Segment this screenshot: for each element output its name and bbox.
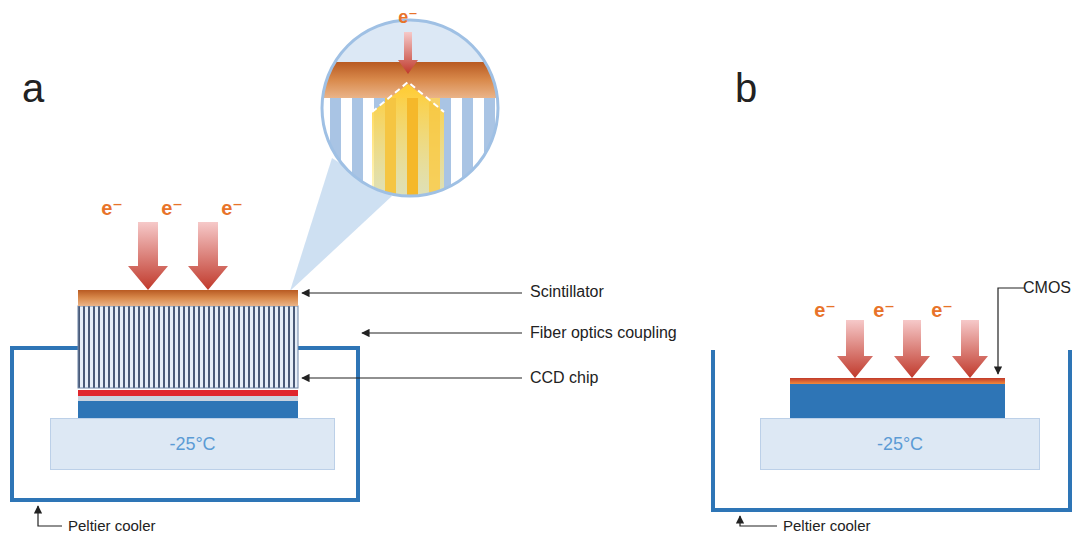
- temperature-label: -25°C: [169, 434, 215, 455]
- scintillator: [78, 290, 298, 306]
- zoom-inset: [320, 18, 500, 208]
- leader-line: [38, 506, 62, 526]
- part-label: Scintillator: [530, 282, 604, 301]
- part-label: CCD chip: [530, 368, 598, 387]
- electron-beam: [837, 320, 873, 378]
- electron-symbol: e⁻: [161, 196, 183, 220]
- electron-symbol-text: e⁻: [101, 197, 123, 219]
- cmos-chip: [790, 384, 1005, 418]
- cmos-layer: [790, 378, 1005, 384]
- ccd-layer: [78, 390, 298, 396]
- part-label: Peltier cooler: [783, 517, 871, 535]
- electron-symbol-text: e⁻: [814, 299, 836, 321]
- electron-symbol-text: e⁻: [161, 197, 183, 219]
- electron-beam: [952, 320, 988, 378]
- electron-symbol: e⁻: [814, 298, 836, 322]
- cooler-block: -25°C: [760, 418, 1040, 470]
- panel-letter: b: [735, 64, 757, 112]
- leader-line: [998, 288, 1024, 374]
- panel-letter-text: b: [735, 66, 757, 110]
- zoom-outline: [322, 20, 498, 196]
- ccd-chip: [78, 401, 298, 418]
- part-label: Fiber optics coupling: [530, 323, 677, 342]
- part-label-text: Peltier cooler: [783, 517, 871, 534]
- electron-beam: [398, 32, 418, 74]
- part-label: CMOS: [1023, 278, 1071, 297]
- electron-symbol: e⁻: [931, 298, 953, 322]
- electron-symbol: e⁻: [398, 7, 418, 29]
- part-label-text: CMOS: [1023, 279, 1071, 296]
- cooler-block: -25°C: [50, 418, 335, 470]
- electron-symbol-text: e⁻: [398, 7, 418, 27]
- electron-symbol: e⁻: [221, 196, 243, 220]
- temperature-label: -25°C: [877, 434, 923, 455]
- fiber-optics: [78, 306, 298, 388]
- leader-line: [302, 292, 522, 293]
- leader-line: [740, 516, 777, 526]
- electron-beam: [894, 320, 930, 378]
- part-label-text: Fiber optics coupling: [530, 324, 677, 341]
- ccd-layer: [78, 396, 298, 401]
- electron-symbol-text: e⁻: [221, 197, 243, 219]
- part-label: Peltier cooler: [68, 517, 156, 535]
- electron-symbol: e⁻: [873, 298, 895, 322]
- part-label-text: Scintillator: [530, 283, 604, 300]
- electron-symbol-text: e⁻: [873, 299, 895, 321]
- panel-letter-text: a: [22, 66, 44, 110]
- leader-line: [362, 332, 522, 333]
- electron-beam: [128, 222, 168, 290]
- electron-symbol-text: e⁻: [931, 299, 953, 321]
- part-label-text: CCD chip: [530, 369, 598, 386]
- leader-line: [302, 377, 522, 378]
- part-label-text: Peltier cooler: [68, 517, 156, 534]
- electron-symbol: e⁻: [101, 196, 123, 220]
- cooler-housing: [713, 350, 1070, 510]
- panel-letter: a: [22, 64, 44, 112]
- electron-beam: [188, 222, 228, 290]
